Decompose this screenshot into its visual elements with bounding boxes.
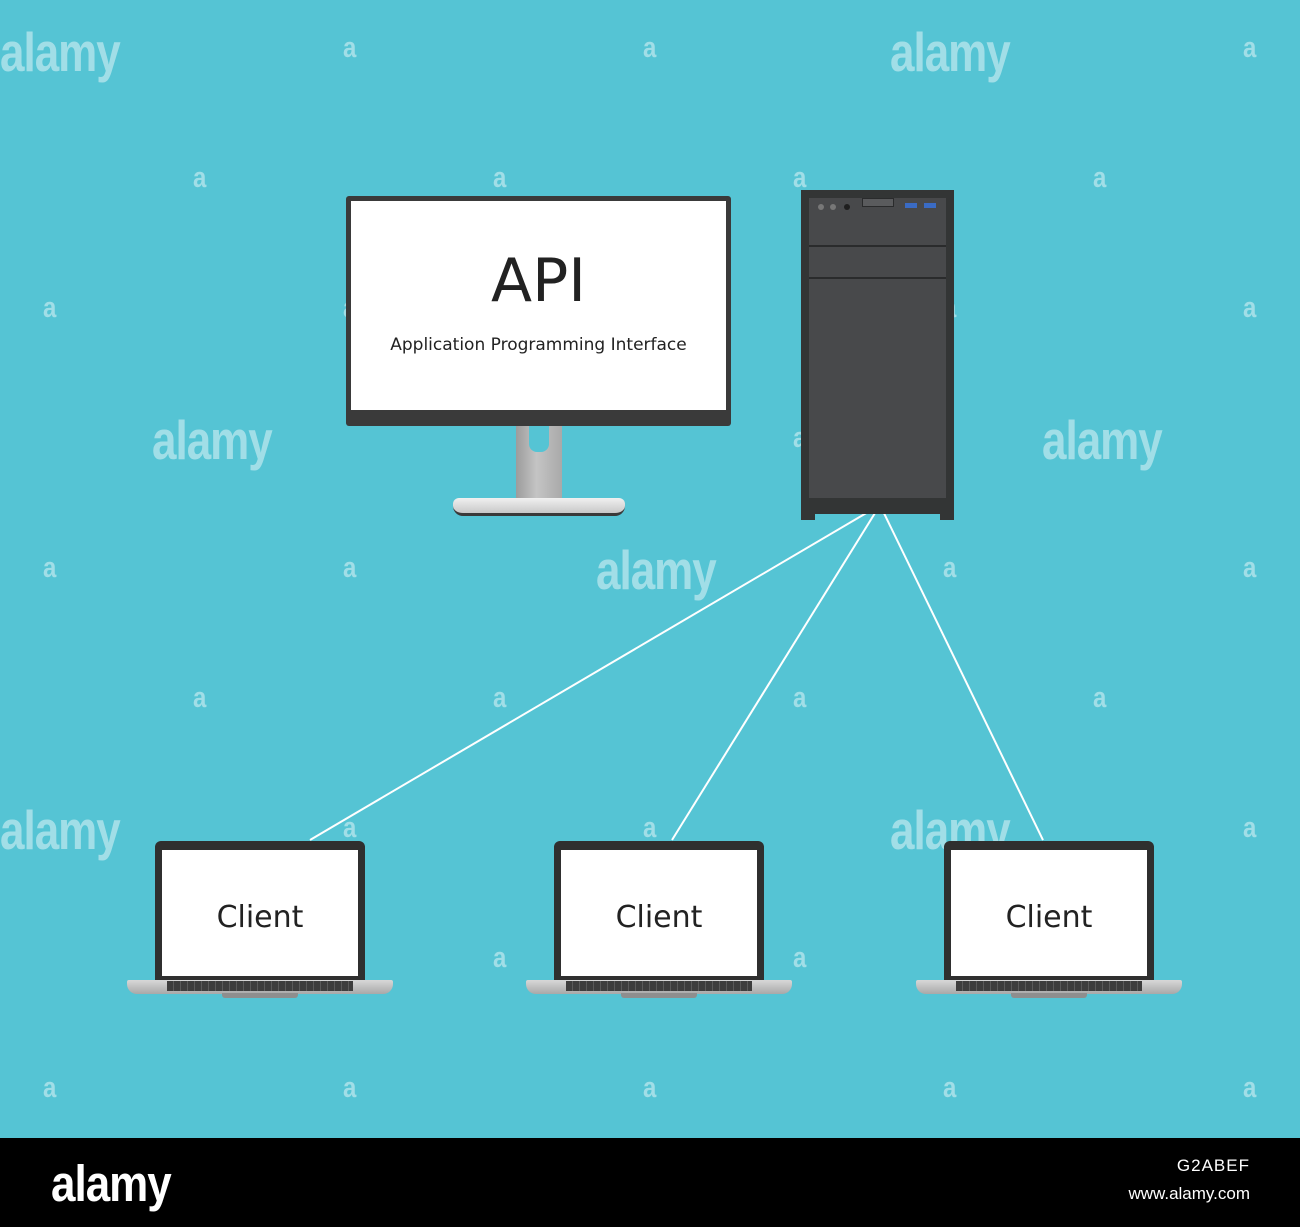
link-line-client-3: [879, 504, 1044, 841]
client-laptop-1: Client: [155, 841, 365, 980]
keyboard-icon: [566, 981, 752, 991]
audio-port-icon: [818, 204, 824, 210]
footer-image-id: G2ABEF: [1176, 1156, 1250, 1175]
power-button-icon: [844, 204, 850, 210]
monitor-base: [453, 498, 625, 516]
client-label-2: Client: [615, 900, 703, 935]
server-tower-front: [809, 198, 946, 498]
client-label-1: Client: [216, 900, 304, 935]
client-laptop-2: Client: [554, 841, 764, 980]
footer-logo: alamy: [51, 1156, 172, 1213]
client-laptop-screen: Client: [162, 850, 358, 976]
keyboard-icon: [956, 981, 1142, 991]
client-laptop-screen: Client: [951, 850, 1147, 976]
laptop-notch: [222, 993, 298, 998]
laptop-notch: [1011, 993, 1087, 998]
laptop-notch: [621, 993, 697, 998]
server-bay-divider: [809, 277, 946, 279]
client-laptop-3: Client: [944, 841, 1154, 980]
client-laptop-screen: Client: [561, 850, 757, 976]
api-monitor: API Application Programming Interface: [346, 196, 731, 426]
keyboard-icon: [167, 981, 353, 991]
usb-port-icon: [905, 203, 917, 208]
api-subtitle: Application Programming Interface: [390, 335, 687, 355]
server-tower-icon: [801, 190, 954, 520]
link-line-client-2: [671, 504, 881, 841]
api-title: API: [491, 246, 586, 316]
client-label-3: Client: [1005, 900, 1093, 935]
drive-slot: [862, 198, 894, 207]
link-line-client-1: [309, 504, 881, 841]
connection-lines: [309, 504, 1044, 841]
monitor-stand-cutout: [529, 426, 549, 452]
server-foot: [940, 512, 954, 520]
footer-bar: alamy G2ABEF www.alamy.com: [0, 1138, 1300, 1227]
footer-url[interactable]: www.alamy.com: [1128, 1184, 1250, 1203]
usb-port-icon: [924, 203, 936, 208]
audio-port-icon: [830, 204, 836, 210]
server-bay-divider: [809, 245, 946, 247]
api-monitor-screen: API Application Programming Interface: [351, 201, 726, 410]
server-foot: [801, 512, 815, 520]
